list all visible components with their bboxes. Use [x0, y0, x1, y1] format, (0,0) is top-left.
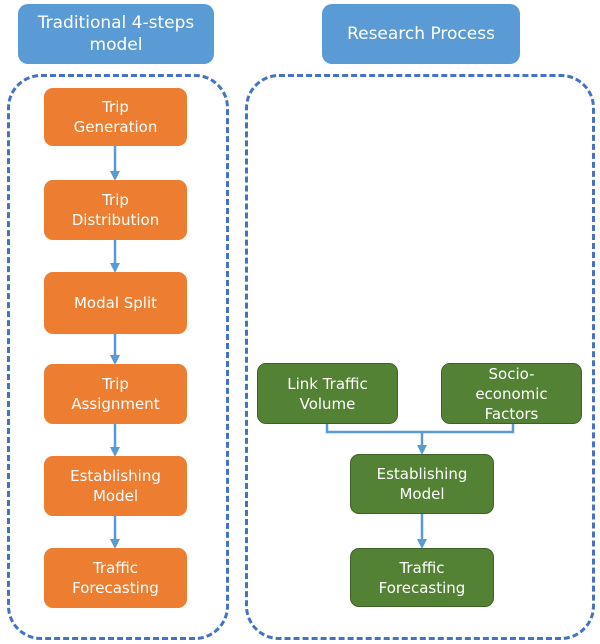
step-trip-assignment: Trip Assignment — [44, 364, 187, 424]
header-traditional-model: Traditional 4-steps model — [18, 4, 214, 64]
research-traffic-forecasting: Traffic Forecasting — [350, 548, 494, 607]
research-establishing-model: Establishing Model — [350, 454, 494, 514]
step-establishing-model: Establishing Model — [44, 456, 187, 516]
research-link-traffic-volume: Link Traffic Volume — [257, 363, 398, 424]
header-research-process: Research Process — [322, 4, 520, 64]
panel-research — [245, 74, 595, 640]
step-trip-distribution: Trip Distribution — [44, 180, 187, 240]
panel-traditional — [7, 74, 229, 640]
step-traffic-forecasting: Traffic Forecasting — [44, 548, 187, 608]
step-trip-generation: Trip Generation — [44, 88, 187, 146]
merge-line — [325, 424, 515, 434]
research-socio-economic-factors: Socio- economic Factors — [441, 363, 582, 424]
step-modal-split: Modal Split — [44, 272, 187, 334]
